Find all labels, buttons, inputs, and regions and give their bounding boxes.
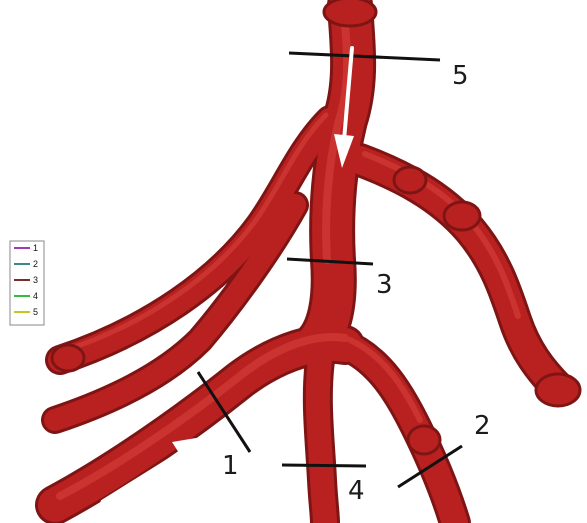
section-label-4: 4 — [348, 476, 365, 506]
section-label-5: 5 — [452, 61, 469, 91]
legend-label-4: 4 — [33, 291, 38, 301]
vessel-swelling-lower-right — [408, 426, 440, 454]
section-label-2: 2 — [474, 411, 491, 441]
vessel-end-left-upper — [52, 345, 84, 371]
vessel-tree-highlight — [60, 10, 518, 496]
legend-label-5: 5 — [33, 307, 38, 317]
section-label-3: 3 — [376, 270, 393, 300]
vessel-end-top — [324, 0, 376, 26]
vessel-swelling-right-2 — [394, 167, 426, 193]
vessel-end-right — [536, 374, 580, 406]
legend-label-3: 3 — [33, 275, 38, 285]
legend-label-1: 1 — [33, 243, 38, 253]
vessel-swelling-right — [444, 202, 480, 230]
legend: 1 2 3 4 5 — [10, 241, 44, 325]
section-label-1: 1 — [222, 451, 239, 481]
cut-line-4 — [282, 465, 366, 466]
legend-label-2: 2 — [33, 259, 38, 269]
